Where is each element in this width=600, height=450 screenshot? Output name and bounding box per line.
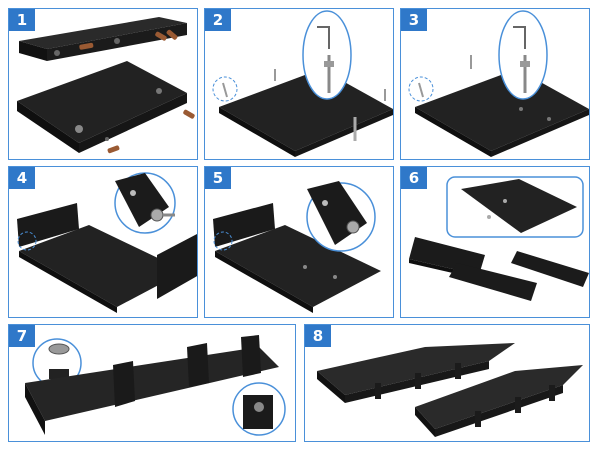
- board: [219, 69, 393, 151]
- step-1-number: 1: [9, 9, 35, 31]
- zoom-oval: [499, 11, 547, 99]
- divider: [241, 335, 261, 377]
- step-8-panel: 8: [304, 324, 590, 442]
- dowel-4: [183, 109, 196, 119]
- step-3-illustration: [401, 9, 590, 160]
- step-5-illustration: [205, 167, 394, 318]
- dowel-5: [107, 145, 120, 154]
- step-2-panel: 2: [204, 8, 394, 160]
- step-4-illustration: [9, 167, 198, 318]
- board: [415, 69, 589, 151]
- step-6-number: 6: [401, 167, 427, 189]
- step-7-number: 7: [9, 325, 35, 347]
- bottom-board: [17, 61, 187, 143]
- cam-lock-icon: [347, 221, 359, 233]
- step-6-panel: 6: [400, 166, 590, 318]
- step-1-illustration: [9, 9, 198, 160]
- step-4-panel: 4: [8, 166, 198, 318]
- step-1-panel: 1: [8, 8, 198, 160]
- side-panel: [157, 233, 198, 299]
- step-7-illustration: [9, 325, 296, 442]
- step-3-panel: 3: [400, 8, 590, 160]
- step-6-illustration: [401, 167, 590, 318]
- step-8-illustration: [305, 325, 590, 442]
- step-3-number: 3: [401, 9, 427, 31]
- divider: [187, 343, 209, 387]
- step-2-number: 2: [205, 9, 231, 31]
- step-8-number: 8: [305, 325, 331, 347]
- zoom-oval: [303, 11, 351, 99]
- cam-lock-icon: [49, 344, 69, 354]
- divider: [113, 361, 135, 407]
- step-5-panel: 5: [204, 166, 394, 318]
- shelf-unit: [449, 263, 537, 301]
- step-7-panel: 7: [8, 324, 296, 442]
- step-4-number: 4: [9, 167, 35, 189]
- step-5-number: 5: [205, 167, 231, 189]
- cam-lock-icon: [151, 209, 163, 221]
- step-2-illustration: [205, 9, 394, 160]
